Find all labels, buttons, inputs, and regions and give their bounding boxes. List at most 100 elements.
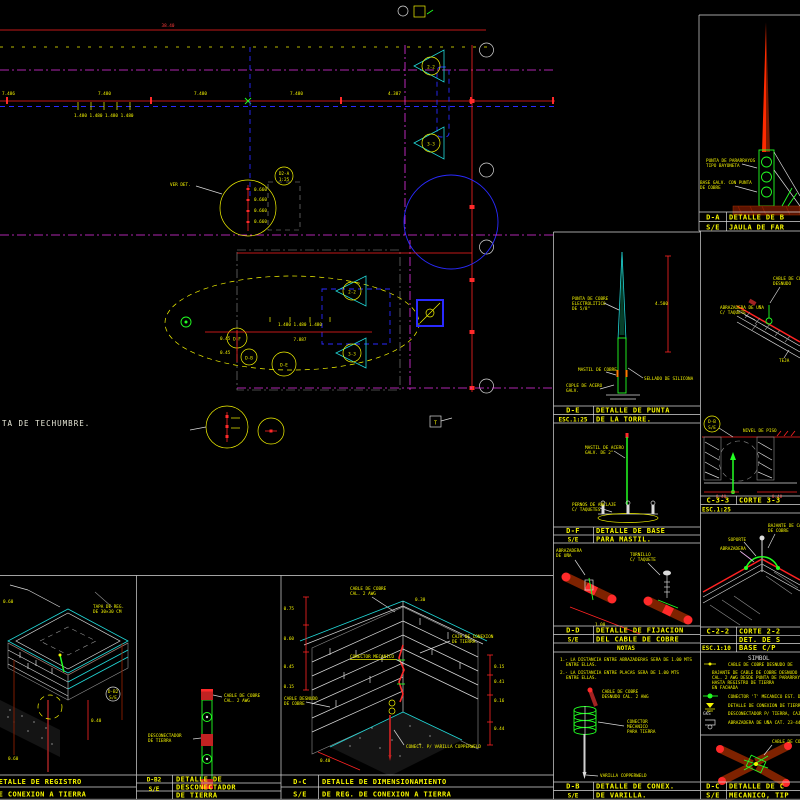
label: PARA TIERRA	[627, 729, 656, 735]
plan-dim-5: 4.387	[388, 91, 401, 97]
plan-dim-1: 7.486	[2, 91, 15, 97]
north-bubble-icon	[397, 5, 409, 17]
label: COPLE DE ACERO	[566, 383, 603, 389]
legend-heading: SIMBOL	[748, 655, 770, 662]
detail-callout	[271, 351, 297, 377]
label: C/ TAQUETE	[720, 310, 746, 316]
legend-row: DETALLE DE CONEXION DE TIERRA	[728, 703, 800, 709]
label: BASE GALV. CON PUNTA	[700, 180, 752, 186]
panel-detalle-fijacion: ABRAZADERA DE UÑA TORNILLO C/ TAQUETE 1.…	[553, 548, 700, 653]
svg-text:D-B2: D-B2	[108, 689, 119, 695]
note-line: ENTRE ELLAS.	[566, 662, 597, 668]
label: ABRAZADERA	[556, 548, 582, 554]
legend-row: EN FACHADA	[712, 685, 738, 691]
label: DE COBRE	[284, 701, 305, 707]
plan-sub-dims: 1.480 1.480 1.480 1.480	[74, 113, 134, 119]
svg-text:S/E: S/E	[706, 224, 720, 232]
plan-detail-circle: 0.660 0.660 0.660 0.660 VER DET. D2-A 1:…	[170, 166, 301, 237]
svg-text:DEL CABLE DE COBRE: DEL CABLE DE COBRE	[596, 636, 679, 644]
svg-text:DE VARILLA.: DE VARILLA.	[596, 792, 647, 800]
label: CAL. 2 AWG	[350, 591, 376, 597]
ellipse-dim: 7.887	[294, 337, 307, 343]
svg-text:S/E: S/E	[568, 793, 579, 800]
label: TEJA	[779, 358, 790, 364]
left-dim: 0.45	[220, 336, 231, 342]
legend-row: BAJANTE DE CABLE DE COBRE DESNUDO	[712, 670, 798, 676]
svg-text:S/E: S/E	[568, 637, 579, 644]
label: CABLE DE COBRE	[350, 586, 387, 592]
dim-label: 0.15	[284, 684, 295, 690]
svg-text:DETALLE DE CONEX.: DETALLE DE CONEX.	[596, 783, 674, 791]
svg-text:0.660: 0.660	[254, 219, 267, 225]
dim-label: 0.40	[320, 758, 331, 764]
dim-label: 0.41	[494, 679, 505, 685]
svg-text:DE TIERRA: DE TIERRA	[176, 792, 218, 800]
plan-circle-zone	[403, 174, 499, 270]
label: GALV. DE 2"	[585, 450, 613, 456]
label: C/ TAQUETE	[630, 557, 656, 563]
svg-text:D-C: D-C	[293, 778, 307, 786]
label: CABLE DE COBRE	[772, 739, 800, 745]
svg-text:DETALLE DE BASE: DETALLE DE BASE	[596, 527, 665, 535]
panel-corte-3-3: CABLE DE COBRE DESNUDO ABRAZADERA DE UÑA…	[700, 276, 800, 514]
dim-label: 1.00	[595, 622, 606, 628]
svg-text:DETALLE DE FIJACION: DETALLE DE FIJACION	[596, 627, 684, 635]
label: DESCONECTADOR	[148, 733, 182, 739]
notas-heading: NOTAS	[617, 645, 635, 652]
equipment-box	[416, 299, 444, 327]
svg-text:2-2: 2-2	[348, 290, 356, 296]
dim-label: 0.75	[284, 606, 295, 612]
label: DE 30×30 CM	[93, 609, 122, 615]
label: TORNILLO	[630, 552, 651, 558]
grid-bubble	[479, 42, 494, 58]
label: CAJA DE CONEXION	[452, 634, 494, 640]
svg-text:DE REG. DE CONEXION A TIERRA: DE REG. DE CONEXION A TIERRA	[322, 791, 452, 799]
svg-text:DE LA TORRE.: DE LA TORRE.	[596, 416, 651, 424]
plan-dim-2: 7.480	[98, 91, 111, 97]
svg-text:ESC.1:25: ESC.1:25	[559, 417, 588, 424]
section-arrow-icon: 2-2	[335, 275, 367, 307]
label: CABLE DE COBRE	[224, 693, 261, 699]
label: DE TIERRA	[452, 639, 476, 645]
plan-total-dim: 38.40	[162, 23, 175, 29]
svg-text:DETALLE DE DIMENSIONAMIENTO: DETALLE DE DIMENSIONAMIENTO	[322, 778, 447, 786]
panel-corte-2-2: BAJANTE DE CABLE DE COBRE SOPORTE ABRAZA…	[700, 523, 800, 653]
label: DE TIERRA	[148, 738, 172, 744]
plan-dim-4: 7.480	[290, 91, 303, 97]
svg-text:T: T	[434, 421, 437, 427]
title-block-c22: C-2-2 CORTE 2-2 DET. DE S ESC.1:10 BASE …	[700, 626, 800, 653]
svg-text:CORTE 2-2: CORTE 2-2	[739, 628, 781, 636]
label: MASTIL DE COBRE	[578, 367, 617, 373]
detail-callout	[240, 348, 258, 366]
panel-dimensionamiento: 0.75 0.60 0.45 0.15 0.15 0.41 0.16 0.44 …	[281, 586, 554, 799]
label: PERNOS DE ANCLAJE	[572, 502, 616, 508]
svg-text:D-C: D-C	[706, 783, 720, 791]
legend-row: HASTA REGISTRO DE TIERRA	[712, 680, 774, 686]
dim-label: 0.40	[91, 718, 102, 724]
detail-callout	[703, 415, 721, 433]
section-arrow-icon: 3-3	[413, 126, 445, 160]
svg-text:3-3: 3-3	[348, 352, 356, 358]
label: SOPORTE	[728, 537, 747, 543]
excavation-floor	[0, 700, 60, 757]
title-block-db2: D-B2 S/E DETALLE DE DESCONECTADOR DE TIE…	[136, 774, 281, 800]
title-block-cross: D-C S/E DETALLE DE C MECANICO, TIP	[700, 781, 800, 800]
svg-text:0.660: 0.660	[254, 208, 267, 214]
label: CABLE DE COBRE	[602, 689, 639, 695]
label: ABRAZADERA	[720, 546, 746, 552]
dim-label: 0.40	[716, 494, 727, 500]
panel-registro: 0.40 D-B2 S/E 0.60 TAPA DE REG. DE 30×30…	[0, 584, 136, 799]
svg-text:S/E: S/E	[109, 695, 117, 701]
label: VARILLA COPPERWELD	[600, 773, 647, 779]
svg-text:D-B2: D-B2	[147, 777, 162, 784]
legend-row: CAL. 2 AWG DESDE PUNTA DE PARARRAYOS	[712, 675, 800, 681]
left-dim: 0.45	[220, 350, 231, 356]
svg-text:D-B: D-B	[708, 419, 716, 425]
note-line: ENTRE ELLAS.	[566, 675, 597, 681]
svg-text:0.660: 0.660	[254, 197, 267, 203]
svg-text:C-3-3: C-3-3	[706, 497, 729, 505]
dim-label: 0.15	[494, 664, 505, 670]
legend-row: DESCONECTADOR P/ TIERRA, CAJA REG.	[728, 711, 800, 717]
detail-callout	[37, 694, 63, 720]
